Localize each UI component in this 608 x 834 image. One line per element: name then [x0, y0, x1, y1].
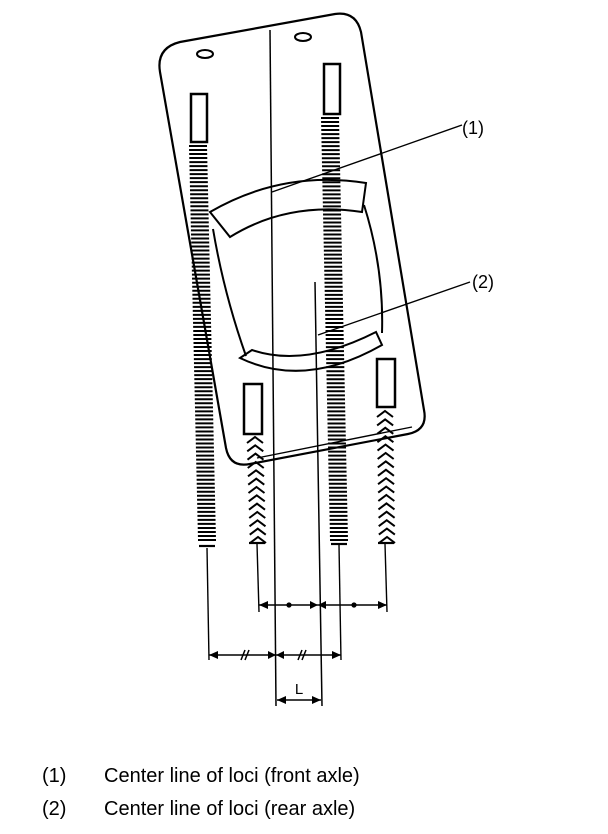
callout-leader-front: [271, 124, 463, 193]
track-extension-line: [338, 544, 342, 661]
callout-label-front: (1): [462, 118, 484, 138]
body-cutout-right: [363, 204, 384, 334]
rear-right-track-mark: [376, 443, 395, 452]
body-cutout-left: [212, 228, 247, 357]
callout-label-rear: (2): [472, 272, 494, 292]
rear-axle-center-line: [314, 281, 323, 707]
legend-item: (1) Center line of loci (front axle): [42, 764, 582, 788]
rear-left-track-mark: [246, 444, 264, 453]
rear-right-track-mark: [377, 476, 395, 486]
legend-text: Center line of loci (rear axle): [104, 798, 356, 820]
rear-left-track-mark: [248, 510, 266, 519]
track-extension-line: [206, 547, 210, 661]
body-hole-left: [196, 49, 214, 59]
rear-right-track-mark: [378, 510, 396, 519]
rear-left-track-mark: [247, 460, 265, 469]
rear-right-track-mark: [377, 485, 395, 494]
rear-right-track-mark: [378, 518, 396, 528]
rear-left-track-mark: [247, 477, 265, 486]
rear-left-track-mark: [248, 519, 267, 528]
rear-left-track-mark: [248, 502, 266, 511]
rear-right-track-mark: [377, 468, 395, 477]
legend-item: (2) Center line of loci (rear axle): [42, 797, 582, 821]
legend-text: Center line of loci (front axle): [104, 765, 360, 787]
callout-leader-bottom: [256, 426, 413, 459]
front-track-dimension: [209, 649, 341, 661]
body-cutout-bottom: [237, 330, 384, 372]
body-hole-right: [294, 32, 312, 42]
legend-number: (2): [42, 798, 67, 820]
rear-left-track-mark: [249, 527, 267, 536]
rear-left-wheel: [242, 382, 264, 436]
track-extension-line: [256, 543, 260, 613]
rear-left-track-mark: [246, 435, 264, 444]
vehicle-body-outline: [158, 12, 426, 466]
rear-right-track-mark: [376, 434, 394, 444]
rear-left-track-mark: [249, 535, 267, 544]
rear-right-track-mark: [376, 418, 394, 427]
rear-left-track-mark: [247, 485, 266, 494]
rear-right-track-mark: [377, 451, 395, 460]
callout-leader-rear: [317, 281, 471, 336]
legend-number: (1): [42, 765, 67, 787]
rear-right-track-mark: [377, 493, 395, 502]
rear-right-track-mark: [377, 502, 396, 511]
front-axle-center-line: [269, 29, 277, 707]
rear-right-wheel: [375, 357, 397, 409]
rear-left-track-mark: [248, 494, 266, 503]
tire-tracks: [189, 117, 396, 548]
rear-left-track-mark: [247, 469, 265, 478]
offset-dimension-label: L: [295, 681, 303, 698]
rear-right-track-mark: [378, 527, 396, 536]
front-right-wheel: [322, 62, 342, 116]
rear-right-track-mark: [378, 535, 396, 544]
rear-track-dimension: [259, 601, 387, 609]
body-cutout-top: [208, 178, 368, 239]
front-left-wheel: [189, 92, 209, 144]
rear-right-track-mark: [376, 409, 394, 418]
offset-dimension: [277, 696, 321, 704]
track-extension-line: [384, 543, 388, 613]
rear-right-track-mark: [377, 460, 395, 469]
